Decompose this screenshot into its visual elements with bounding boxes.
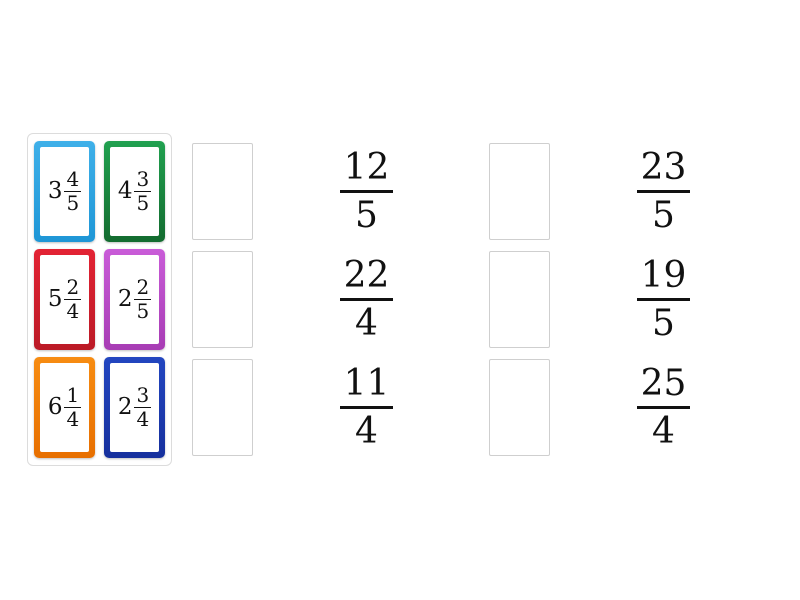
numerator: 3	[136, 166, 150, 191]
fraction-bar	[64, 298, 82, 301]
numerator: 1	[66, 382, 80, 407]
fraction-bar	[339, 298, 394, 301]
fraction: 1 4	[64, 382, 82, 432]
fraction-bar	[339, 190, 394, 193]
mixed-number: 5 2 4	[47, 274, 82, 324]
fraction: 2 5	[134, 274, 152, 324]
answer-slot-11-4[interactable]	[192, 359, 253, 456]
mixed-number-card-2-2-5[interactable]: 2 2 5	[104, 249, 165, 350]
numerator: 2	[136, 274, 150, 299]
denominator: 5	[652, 302, 675, 344]
denominator: 4	[66, 407, 80, 432]
label-zone: 19 5	[550, 255, 777, 345]
numerator: 19	[640, 254, 687, 296]
label-zone: 12 5	[253, 147, 480, 237]
denominator: 4	[652, 410, 675, 452]
answer-row: 12 5	[192, 143, 480, 240]
improper-fraction-11-4: 11 4	[339, 362, 394, 453]
answer-row: 19 5	[489, 251, 777, 348]
mixed-number-card-6-1-4[interactable]: 6 1 4	[34, 357, 95, 458]
fraction-bar	[134, 298, 152, 301]
numerator: 11	[343, 362, 390, 404]
label-zone: 22 4	[253, 255, 480, 345]
whole-number: 4	[117, 178, 133, 204]
card-pool: 3 4 5 4 3 5	[27, 133, 172, 466]
improper-fraction-22-4: 22 4	[339, 254, 394, 345]
answer-slot-23-5[interactable]	[489, 143, 550, 240]
answer-row: 23 5	[489, 143, 777, 240]
mixed-number: 6 1 4	[47, 382, 82, 432]
fraction: 2 4	[64, 274, 82, 324]
denominator: 4	[355, 410, 378, 452]
numerator: 3	[136, 382, 150, 407]
answer-row: 25 4	[489, 359, 777, 456]
improper-fraction-23-5: 23 5	[636, 146, 691, 237]
mixed-number: 4 3 5	[117, 166, 152, 216]
fraction: 3 4	[134, 382, 152, 432]
denominator: 4	[66, 299, 80, 324]
mixed-number: 2 3 4	[117, 382, 152, 432]
whole-number: 3	[47, 178, 63, 204]
denominator: 5	[136, 191, 150, 216]
denominator: 5	[652, 194, 675, 236]
fraction-bar	[636, 298, 691, 301]
mixed-number: 3 4 5	[47, 166, 82, 216]
numerator: 2	[66, 274, 80, 299]
answer-row: 22 4	[192, 251, 480, 348]
label-zone: 11 4	[253, 363, 480, 453]
denominator: 5	[66, 191, 80, 216]
fraction-bar	[64, 406, 82, 409]
label-zone: 23 5	[550, 147, 777, 237]
card-face: 2 3 4	[110, 363, 159, 452]
fraction-bar	[339, 406, 394, 409]
fraction: 4 5	[64, 166, 82, 216]
fraction-bar	[134, 190, 152, 193]
improper-fraction-19-5: 19 5	[636, 254, 691, 345]
card-face: 2 2 5	[110, 255, 159, 344]
mixed-number-card-5-2-4[interactable]: 5 2 4	[34, 249, 95, 350]
answer-slot-22-4[interactable]	[192, 251, 253, 348]
mixed-number-card-3-4-5[interactable]: 3 4 5	[34, 141, 95, 242]
whole-number: 5	[47, 286, 63, 312]
mixed-number: 2 2 5	[117, 274, 152, 324]
fraction-bar	[636, 190, 691, 193]
fraction-bar	[134, 406, 152, 409]
answer-row: 11 4	[192, 359, 480, 456]
denominator: 5	[355, 194, 378, 236]
denominator: 4	[136, 407, 150, 432]
denominator: 4	[355, 302, 378, 344]
whole-number: 2	[117, 286, 133, 312]
whole-number: 6	[47, 394, 63, 420]
card-face: 3 4 5	[40, 147, 89, 236]
fraction-bar	[636, 406, 691, 409]
numerator: 12	[343, 146, 390, 188]
improper-fraction-25-4: 25 4	[636, 362, 691, 453]
numerator: 4	[66, 166, 80, 191]
answer-slot-12-5[interactable]	[192, 143, 253, 240]
fraction: 3 5	[134, 166, 152, 216]
fraction-bar	[64, 190, 82, 193]
card-face: 5 2 4	[40, 255, 89, 344]
label-zone: 25 4	[550, 363, 777, 453]
answer-slot-25-4[interactable]	[489, 359, 550, 456]
card-face: 6 1 4	[40, 363, 89, 452]
answer-column-1: 12 5 22 4 11 4	[192, 143, 480, 456]
mixed-number-card-4-3-5[interactable]: 4 3 5	[104, 141, 165, 242]
mixed-number-card-2-3-4[interactable]: 2 3 4	[104, 357, 165, 458]
numerator: 23	[640, 146, 687, 188]
numerator: 22	[343, 254, 390, 296]
card-face: 4 3 5	[110, 147, 159, 236]
numerator: 25	[640, 362, 687, 404]
denominator: 5	[136, 299, 150, 324]
improper-fraction-12-5: 12 5	[339, 146, 394, 237]
answer-slot-19-5[interactable]	[489, 251, 550, 348]
answer-column-2: 23 5 19 5 25 4	[489, 143, 777, 456]
whole-number: 2	[117, 394, 133, 420]
